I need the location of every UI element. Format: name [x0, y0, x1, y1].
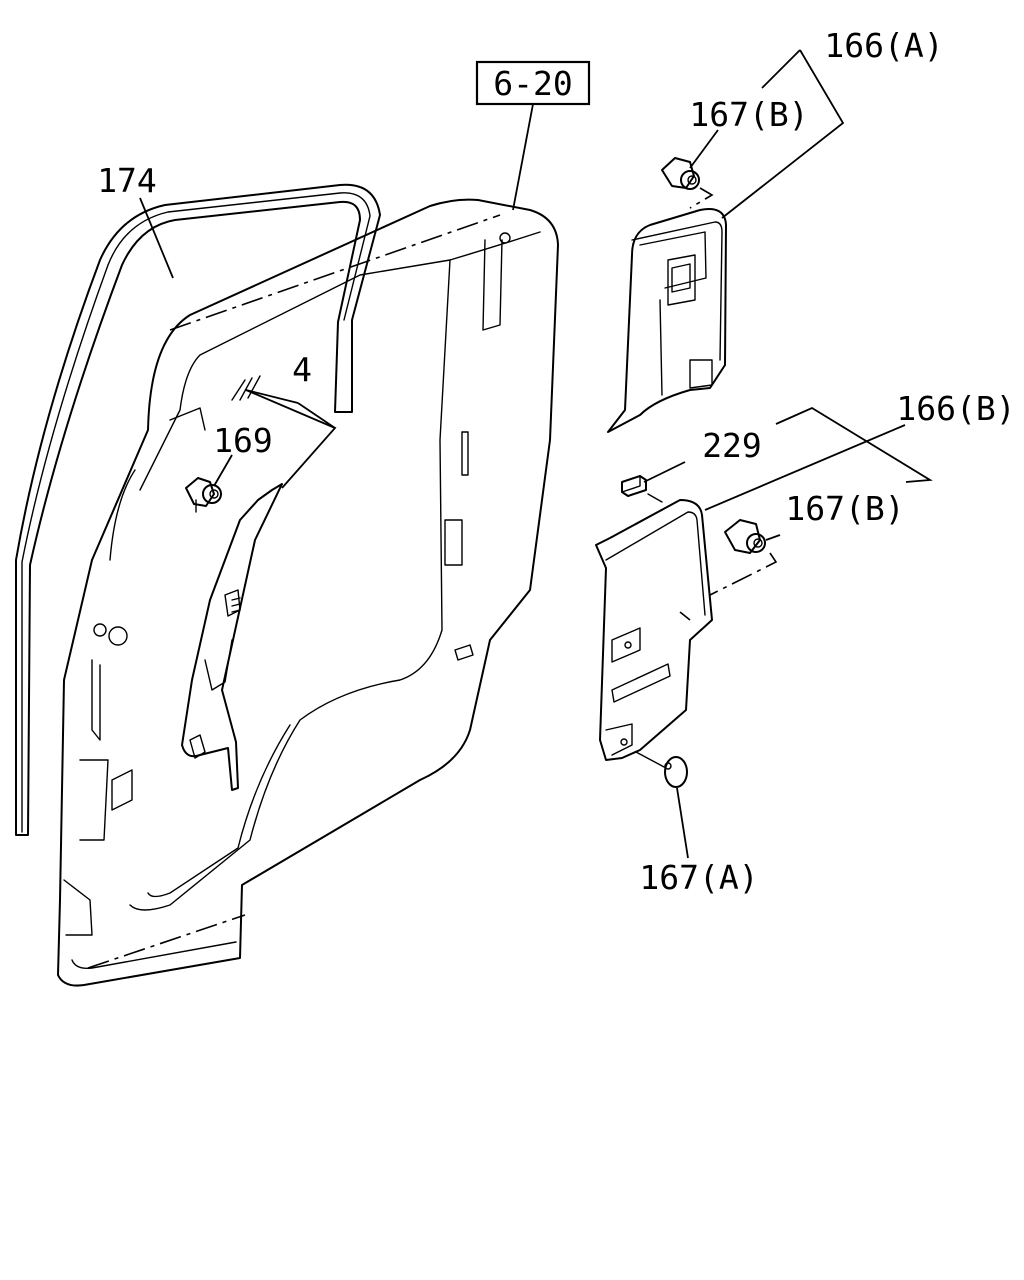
- callout-166b: 166(B): [896, 389, 1015, 428]
- callout-4: 4: [292, 350, 312, 389]
- callout-167b-mid: 167(B): [785, 489, 904, 528]
- callout-169: 169: [213, 421, 273, 460]
- clip-167b-top: [661, 157, 714, 209]
- pillar-trim-4: [181, 483, 283, 791]
- upper-trim-166a: [607, 208, 727, 433]
- clip-169: [185, 477, 222, 513]
- callout-174: 174: [97, 161, 157, 200]
- clip-167b-mid: [709, 519, 778, 596]
- reference-box-label: 6-20: [493, 64, 572, 103]
- weatherstrip-174: [15, 183, 381, 836]
- callout-167a: 167(A): [639, 858, 758, 897]
- rivet-167a: [635, 751, 688, 788]
- callout-229: 229: [702, 426, 762, 465]
- callout-166a: 166(A): [824, 26, 943, 65]
- pad-229: [621, 475, 663, 503]
- lower-trim-166b: [595, 499, 713, 761]
- door-inner-panel: [57, 198, 559, 987]
- leader-lines: [139, 49, 933, 859]
- callout-167b-top: 167(B): [689, 95, 808, 134]
